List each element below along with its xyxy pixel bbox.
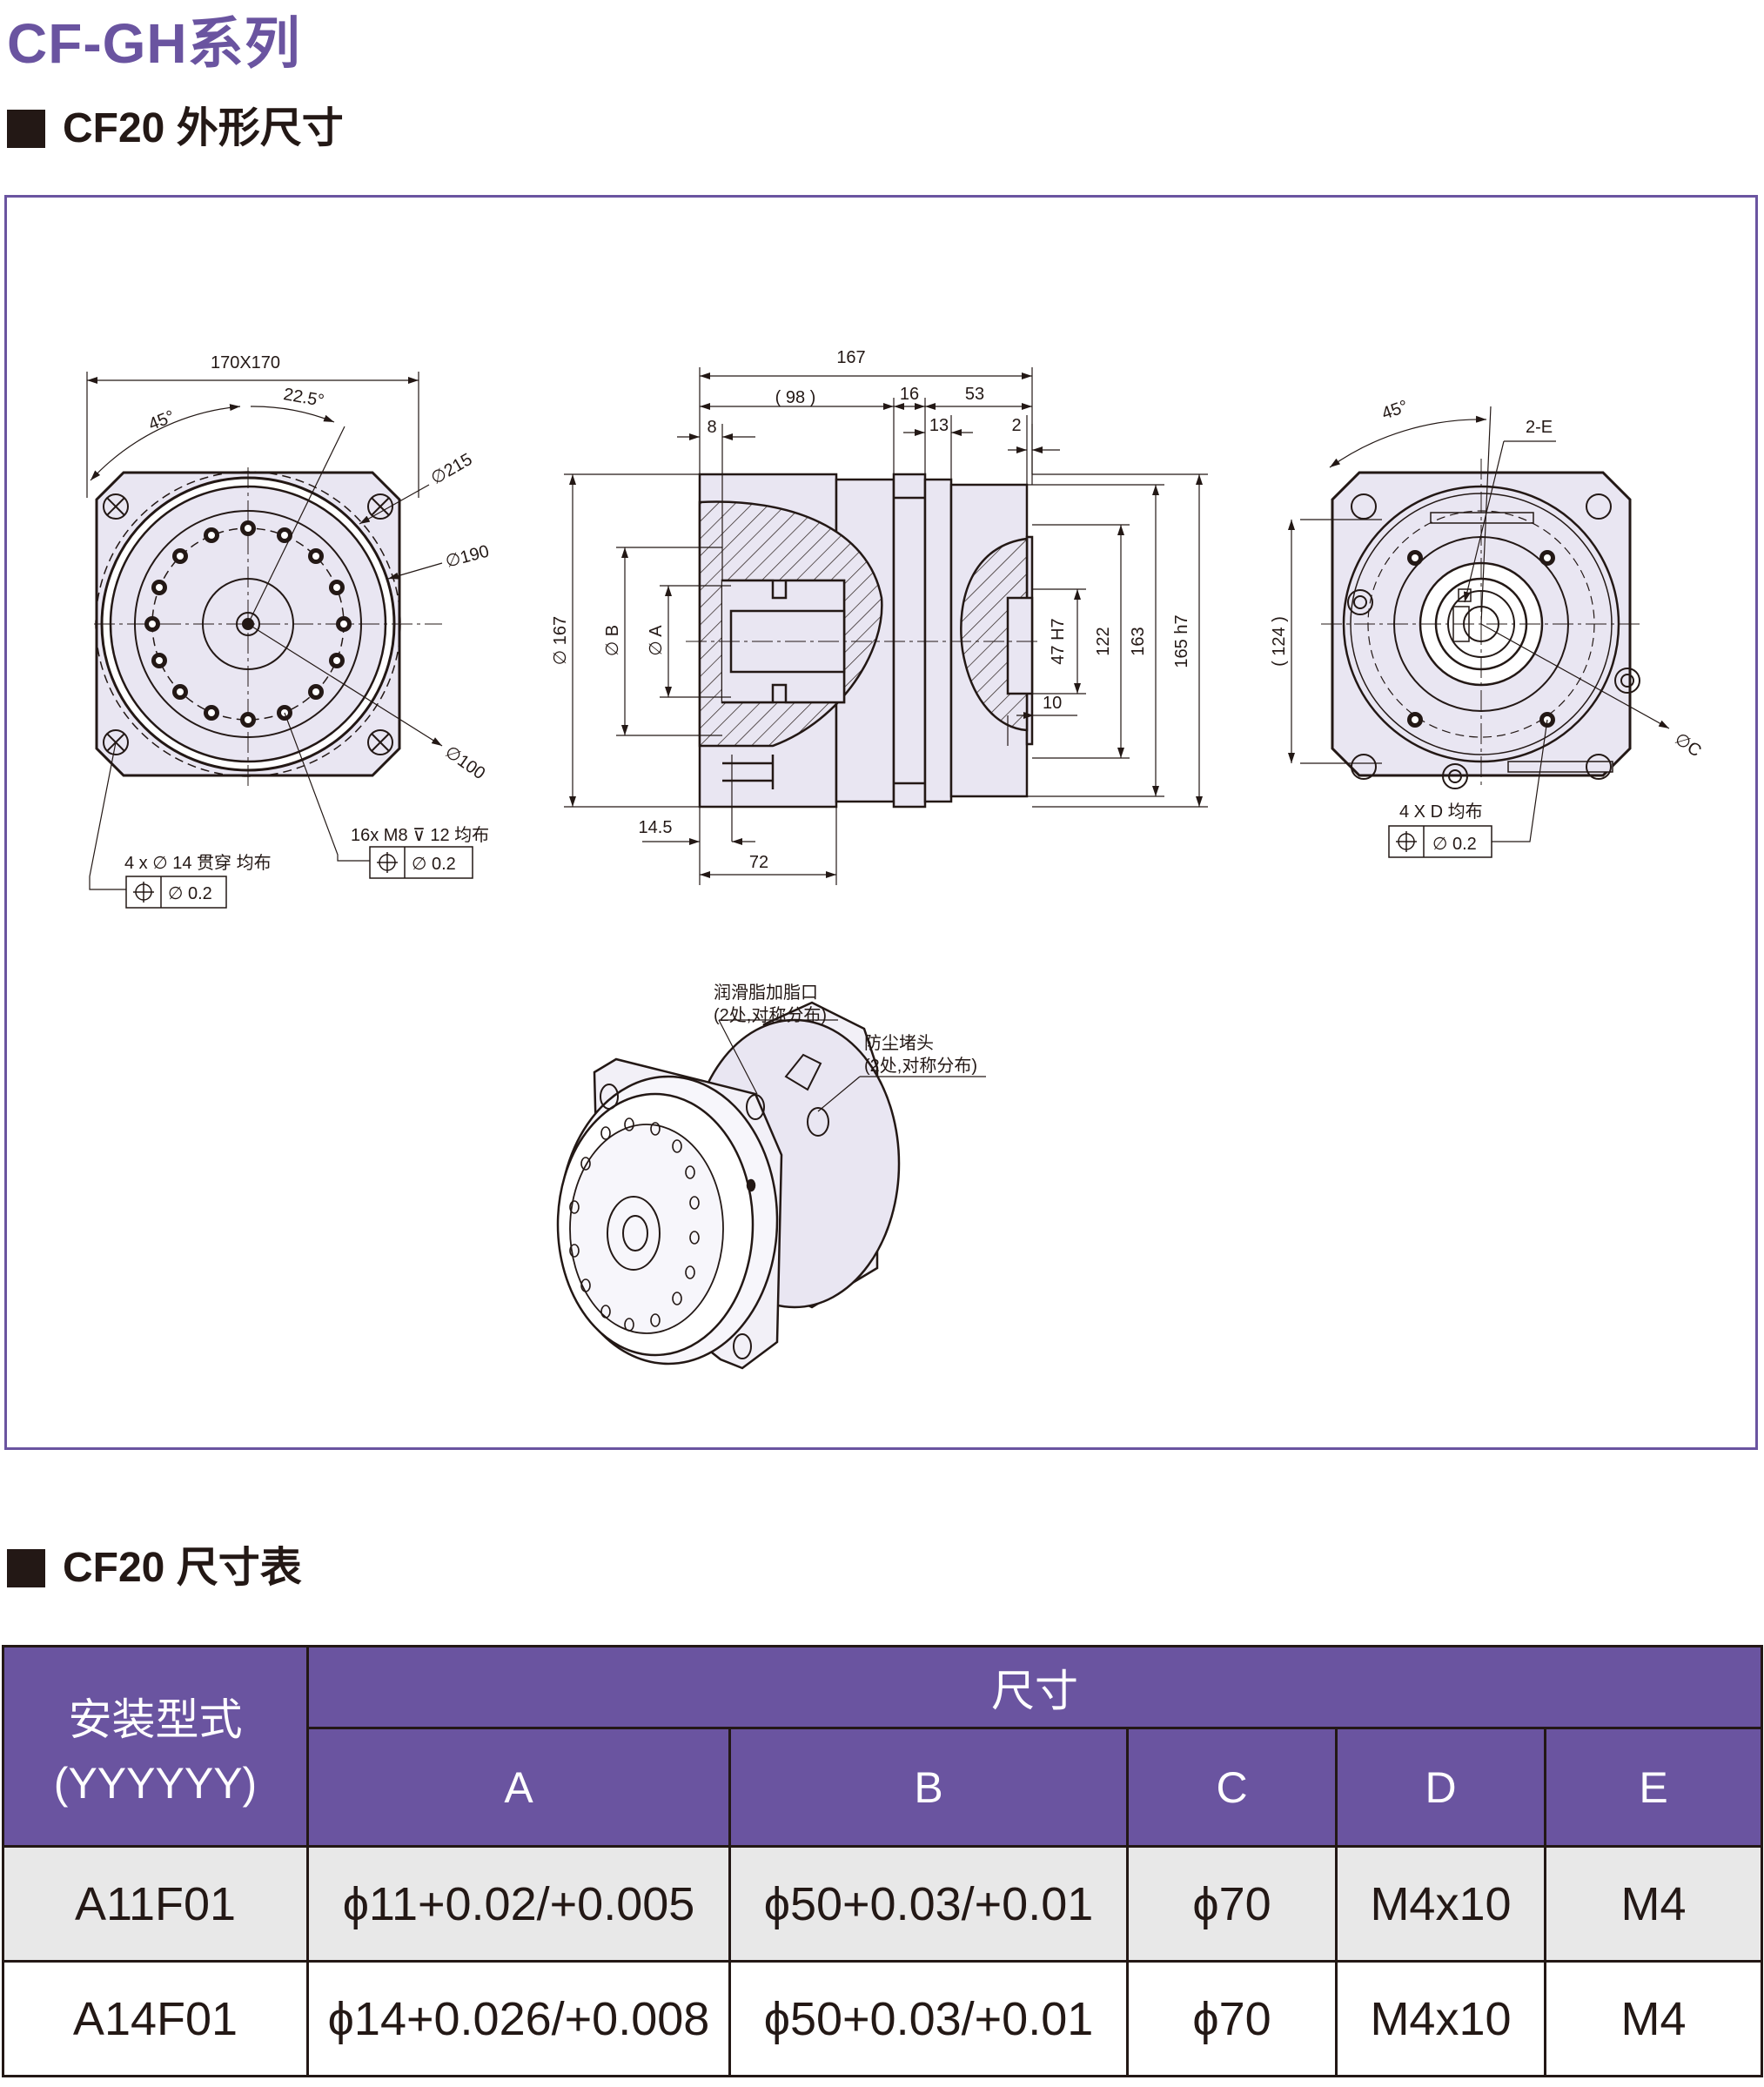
- side-view-labels: 167 ( 98 ) 16 53 8 13 2 14.5 72 ∅ 167 ∅ …: [551, 348, 1191, 872]
- dim-d190: ∅190: [444, 541, 492, 571]
- series-title: CF-GH系列: [7, 12, 301, 75]
- corner-holes: [103, 493, 393, 755]
- dim-len-72: 72: [749, 853, 768, 872]
- cell-B: ϕ50+0.03/+0.01: [728, 1960, 1129, 2077]
- dim-len-8: 8: [707, 418, 716, 437]
- table-row: A11F01 ϕ11+0.02/+0.005 ϕ50+0.03/+0.01 ϕ7…: [2, 1845, 1764, 1963]
- section-heading-table: CF20 尺寸表: [7, 1547, 302, 1589]
- cell-B: ϕ50+0.03/+0.01: [728, 1845, 1129, 1963]
- header-col-C: C: [1126, 1727, 1338, 1848]
- note-threads-tol: ∅ 0.2: [412, 855, 456, 874]
- grease-port-label: 润滑脂加脂口: [714, 983, 818, 1003]
- dim-163: 163: [1129, 627, 1148, 655]
- side-view: [564, 367, 1208, 885]
- dim-d100: ∅100: [441, 742, 488, 783]
- dim-124: ( 124 ): [1270, 616, 1289, 667]
- dim-dia-167: ∅ 167: [551, 616, 570, 665]
- dim-122: 122: [1094, 627, 1113, 655]
- note-D: 4 X D 均布: [1399, 802, 1483, 822]
- dim-dia-B: ∅ B: [603, 625, 622, 656]
- rear-side-plugs: [1347, 589, 1640, 789]
- dim-len-13: 13: [929, 416, 949, 435]
- note-D-tol: ∅ 0.2: [1432, 835, 1477, 854]
- header-col-B: B: [728, 1727, 1129, 1848]
- cell-C: ϕ70: [1126, 1845, 1338, 1963]
- dim-overall: 170X170: [211, 353, 280, 372]
- table-row: A14F01 ϕ14+0.026/+0.008 ϕ50+0.03/+0.01 ϕ…: [2, 1960, 1764, 2077]
- dim-d215: ∅215: [428, 450, 476, 488]
- iso-bolt-holes: [569, 1117, 700, 1332]
- dust-plug-sub: (2处,对称分布): [864, 1056, 977, 1076]
- iso-view-labels: 润滑脂加脂口 (2处,对称分布) 防尘堵头 (2处,对称分布): [714, 983, 977, 1076]
- dim-len-98: ( 98 ): [775, 388, 816, 407]
- dim-47-h7: 47 H7: [1049, 618, 1068, 664]
- note-through-holes: 4 x ∅ 14 贯穿 均布: [124, 853, 272, 873]
- rear-corner-holes: [1351, 493, 1612, 780]
- dim-len-14-5: 14.5: [639, 818, 673, 837]
- square-bullet-icon: [7, 110, 45, 148]
- dim-len-53: 53: [965, 385, 984, 404]
- cell-A: ϕ11+0.02/+0.005: [306, 1845, 731, 1963]
- cell-A: ϕ14+0.026/+0.008: [306, 1960, 731, 2077]
- grease-port-sub: (2处,对称分布): [714, 1005, 827, 1025]
- dim-10: 10: [1043, 694, 1062, 713]
- rear-angle-45: 45°: [1379, 397, 1411, 424]
- cell-E: M4: [1543, 1960, 1764, 2077]
- cell-D: M4x10: [1335, 1960, 1546, 2077]
- dim-len-16: 16: [900, 385, 919, 404]
- front-view: [86, 372, 473, 909]
- dim-len-2: 2: [1011, 416, 1021, 435]
- dimension-table: 安装型式 (YYYYYY) 尺寸 A B C D E A11F01 ϕ11+0.…: [2, 1645, 1764, 2077]
- technical-drawing: 170X170 45° 22.5° ∅215 ∅190 ∅100 4 x ∅ 1…: [86, 348, 1705, 1370]
- dim-165-h7: 165 h7: [1172, 614, 1191, 668]
- header-col-D: D: [1335, 1727, 1546, 1848]
- drawing-frame: 170X170 45° 22.5° ∅215 ∅190 ∅100 4 x ∅ 1…: [4, 195, 1758, 1450]
- cell-D: M4x10: [1335, 1845, 1546, 1963]
- header-col-A: A: [306, 1727, 731, 1848]
- note-through-holes-tol: ∅ 0.2: [168, 884, 212, 903]
- dim-angle-45: 45°: [146, 407, 178, 435]
- header-mount-type: 安装型式 (YYYYYY): [2, 1645, 309, 1848]
- cell-mount: A11F01: [2, 1845, 309, 1963]
- dust-plug-label: 防尘堵头: [864, 1033, 934, 1053]
- rear-view: [1288, 406, 1670, 858]
- cell-E: M4: [1543, 1845, 1764, 1963]
- dim-dia-A: ∅ A: [647, 625, 666, 656]
- cell-mount: A14F01: [2, 1960, 309, 2077]
- header-dimensions: 尺寸: [305, 1645, 1764, 1729]
- header-col-E: E: [1543, 1727, 1764, 1848]
- dim-len-167: 167: [836, 348, 865, 367]
- dim-dC: ∅C: [1671, 729, 1705, 761]
- section-heading-drawing: CF20 外形尺寸: [7, 108, 344, 150]
- note-threads: 16x M8 ⊽ 12 均布: [351, 825, 489, 845]
- iso-view: [556, 1001, 986, 1370]
- square-bullet-icon: [7, 1549, 45, 1587]
- section-heading-drawing-text: CF20 外形尺寸: [63, 105, 344, 151]
- section-heading-table-text: CF20 尺寸表: [63, 1545, 302, 1591]
- dim-angle-22: 22.5°: [282, 385, 325, 411]
- cell-C: ϕ70: [1126, 1960, 1338, 2077]
- label-2E: 2-E: [1526, 418, 1553, 437]
